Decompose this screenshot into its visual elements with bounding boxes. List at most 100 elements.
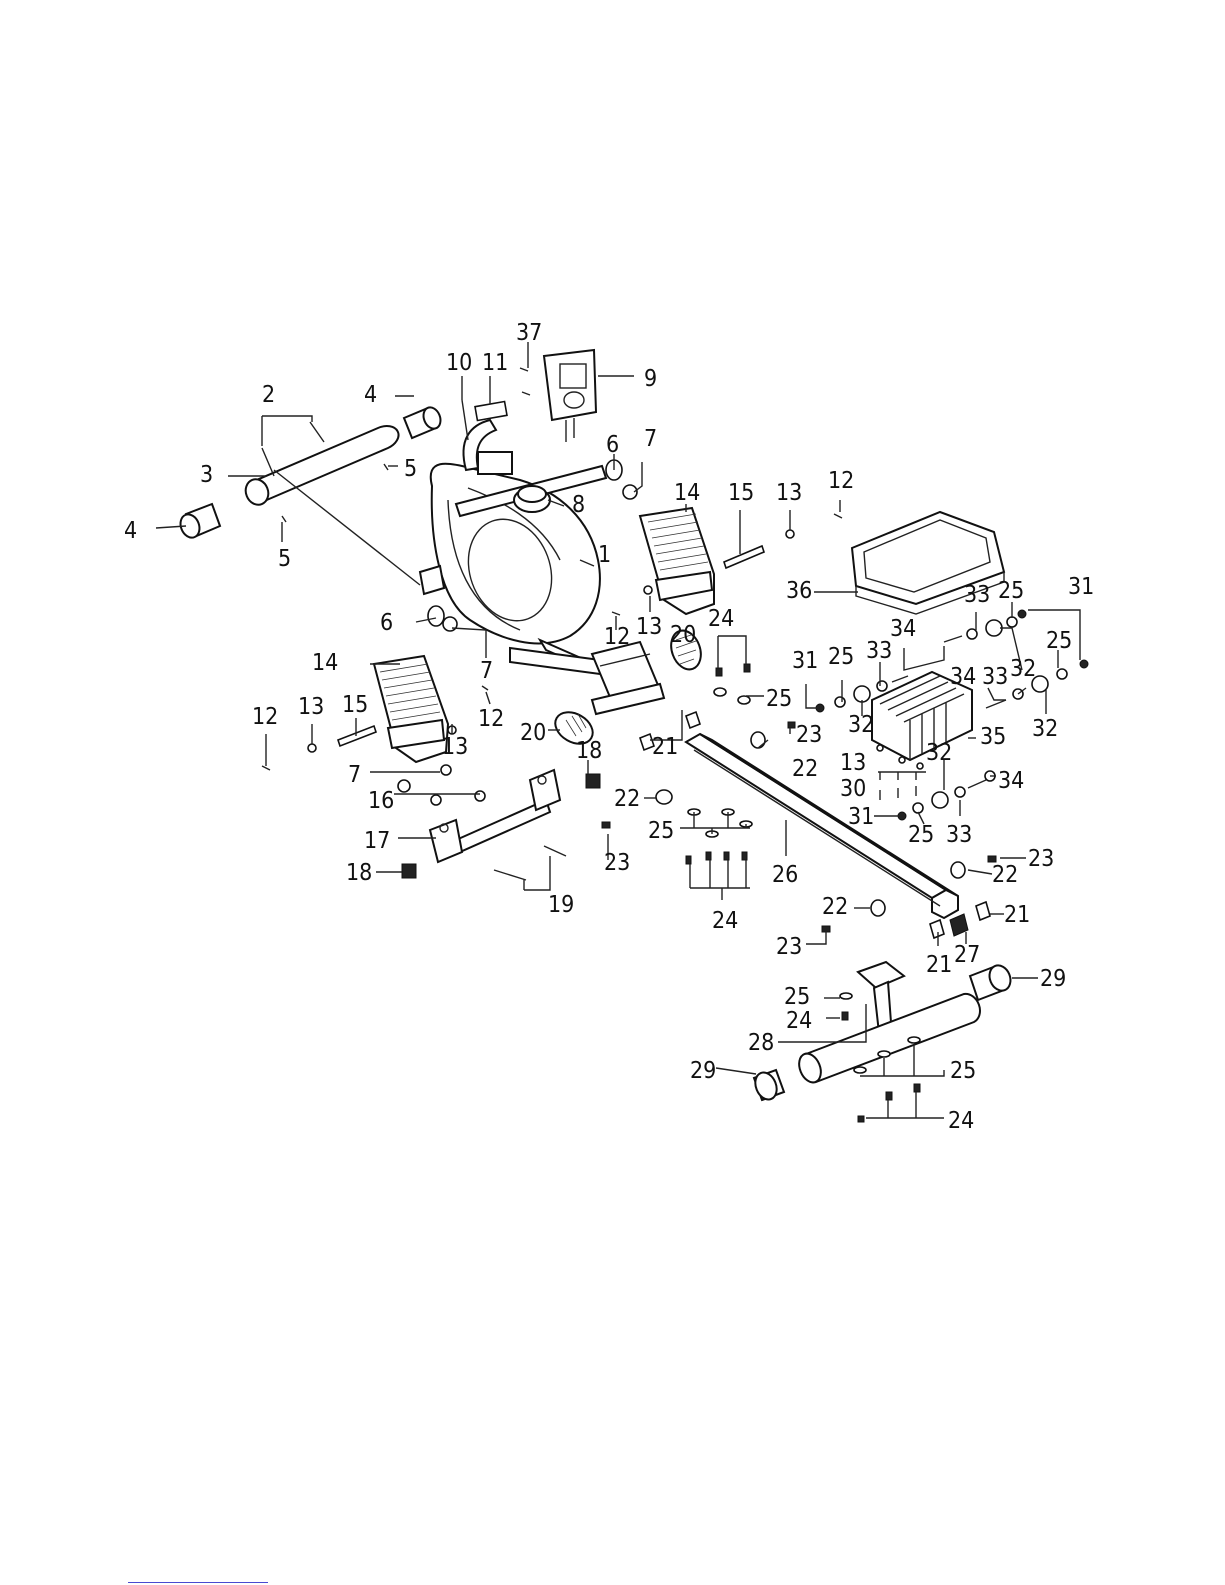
washer-13e <box>877 745 883 751</box>
end-plug-21c <box>976 902 990 920</box>
callout-20b: 20 <box>520 720 546 746</box>
bolt-19b <box>544 846 566 856</box>
callout-25h: 25 <box>950 1058 976 1084</box>
callout-25d: 25 <box>998 578 1024 604</box>
callout-7a: 7 <box>644 426 657 452</box>
callout-33a: 33 <box>964 582 990 608</box>
callout-21a: 21 <box>652 734 678 760</box>
front-stabilizer-tube <box>242 426 399 508</box>
tension-knob <box>514 486 550 512</box>
callout-21b: 21 <box>1004 902 1030 928</box>
callout-25a: 25 <box>766 686 792 712</box>
callout-31c: 31 <box>848 804 874 830</box>
washer-25a <box>714 688 726 696</box>
callout-34c: 34 <box>998 768 1024 794</box>
screw-5a <box>384 464 388 470</box>
bushing-16 <box>398 780 410 792</box>
bolt-2a <box>262 448 274 476</box>
bolt-19a <box>494 870 526 880</box>
callout-25c: 25 <box>828 644 854 670</box>
callout-30: 30 <box>840 776 866 802</box>
callout-29b: 29 <box>690 1058 716 1084</box>
bushing-22d <box>871 900 885 916</box>
callout-3: 3 <box>200 462 213 488</box>
callout-5a: 5 <box>404 456 417 482</box>
pedal-left <box>374 656 448 762</box>
bolt-12c <box>482 686 488 690</box>
screw-37b <box>522 392 530 395</box>
callout-22b: 22 <box>792 756 818 782</box>
callout-37: 37 <box>516 320 542 346</box>
callout-22a: 22 <box>614 786 640 812</box>
end-plug-21b <box>686 712 700 728</box>
callout-31a: 31 <box>1068 574 1094 600</box>
bolt-12d <box>262 766 270 770</box>
part-drawings <box>177 350 1088 1122</box>
callout-19: 19 <box>548 892 574 918</box>
callout-22d: 22 <box>822 894 848 920</box>
callout-4b: 4 <box>124 518 137 544</box>
callout-31b: 31 <box>792 648 818 674</box>
bolt-12a <box>834 514 842 518</box>
callout-21c: 21 <box>926 952 952 978</box>
crank-cover-6b <box>428 606 444 626</box>
rear-end-cap-left <box>751 1069 784 1102</box>
callout-8: 8 <box>572 492 585 518</box>
callout-25g: 25 <box>784 984 810 1010</box>
callout-12a: 12 <box>828 468 854 494</box>
pedal-right <box>640 508 714 614</box>
callout-7b: 7 <box>480 658 493 684</box>
callout-18b: 18 <box>346 860 372 886</box>
callout-15b: 15 <box>342 692 368 718</box>
end-cap-right <box>404 405 444 438</box>
washer-25h3 <box>854 1067 866 1073</box>
washer-13c <box>308 744 316 752</box>
callout-32a: 32 <box>1010 656 1036 682</box>
callout-13a: 13 <box>776 480 802 506</box>
bolts-24a <box>716 664 750 676</box>
callout-33d: 33 <box>946 822 972 848</box>
bolts-24b <box>686 852 747 864</box>
callout-16: 16 <box>368 788 394 814</box>
callout-23d: 23 <box>776 934 802 960</box>
callout-32c: 32 <box>848 712 874 738</box>
washer-16c <box>475 791 485 801</box>
washer-13e2 <box>899 757 905 763</box>
callout-23b: 23 <box>796 722 822 748</box>
mast-housing <box>478 452 512 474</box>
callout-27: 27 <box>954 942 980 968</box>
assembly-axis-line <box>274 470 420 585</box>
callout-25e: 25 <box>1046 628 1072 654</box>
callout-28: 28 <box>748 1030 774 1056</box>
callout-23c: 23 <box>1028 846 1054 872</box>
callout-5b: 5 <box>278 546 291 572</box>
washer-25h2 <box>908 1037 920 1043</box>
callout-29a: 29 <box>1040 966 1066 992</box>
washer-13e3 <box>917 763 923 769</box>
computer-console <box>544 350 596 442</box>
callout-6b: 6 <box>380 610 393 636</box>
callout-34b: 34 <box>950 664 976 690</box>
callout-4a: 4 <box>364 382 377 408</box>
callout-24d: 24 <box>948 1108 974 1134</box>
callout-6a: 6 <box>606 432 619 458</box>
callout-23a: 23 <box>604 850 630 876</box>
cap-18b <box>402 864 416 878</box>
bushing-22b <box>751 732 765 748</box>
callout-18a: 18 <box>576 738 602 764</box>
bolts-24d <box>858 1084 920 1122</box>
callout-7c: 7 <box>348 762 361 788</box>
callout-17: 17 <box>364 828 390 854</box>
callout-14a: 14 <box>674 480 700 506</box>
screw-37a <box>520 368 528 371</box>
washer-25g <box>840 993 852 999</box>
bolt-12b <box>612 612 620 615</box>
callout-12d: 12 <box>252 704 278 730</box>
callout-13d: 13 <box>442 734 468 760</box>
bolt-2b <box>310 422 324 442</box>
end-plug-21d <box>930 920 944 938</box>
cap-18a <box>586 774 600 788</box>
callout-1: 1 <box>598 542 611 568</box>
bolt-24c <box>842 1012 848 1020</box>
